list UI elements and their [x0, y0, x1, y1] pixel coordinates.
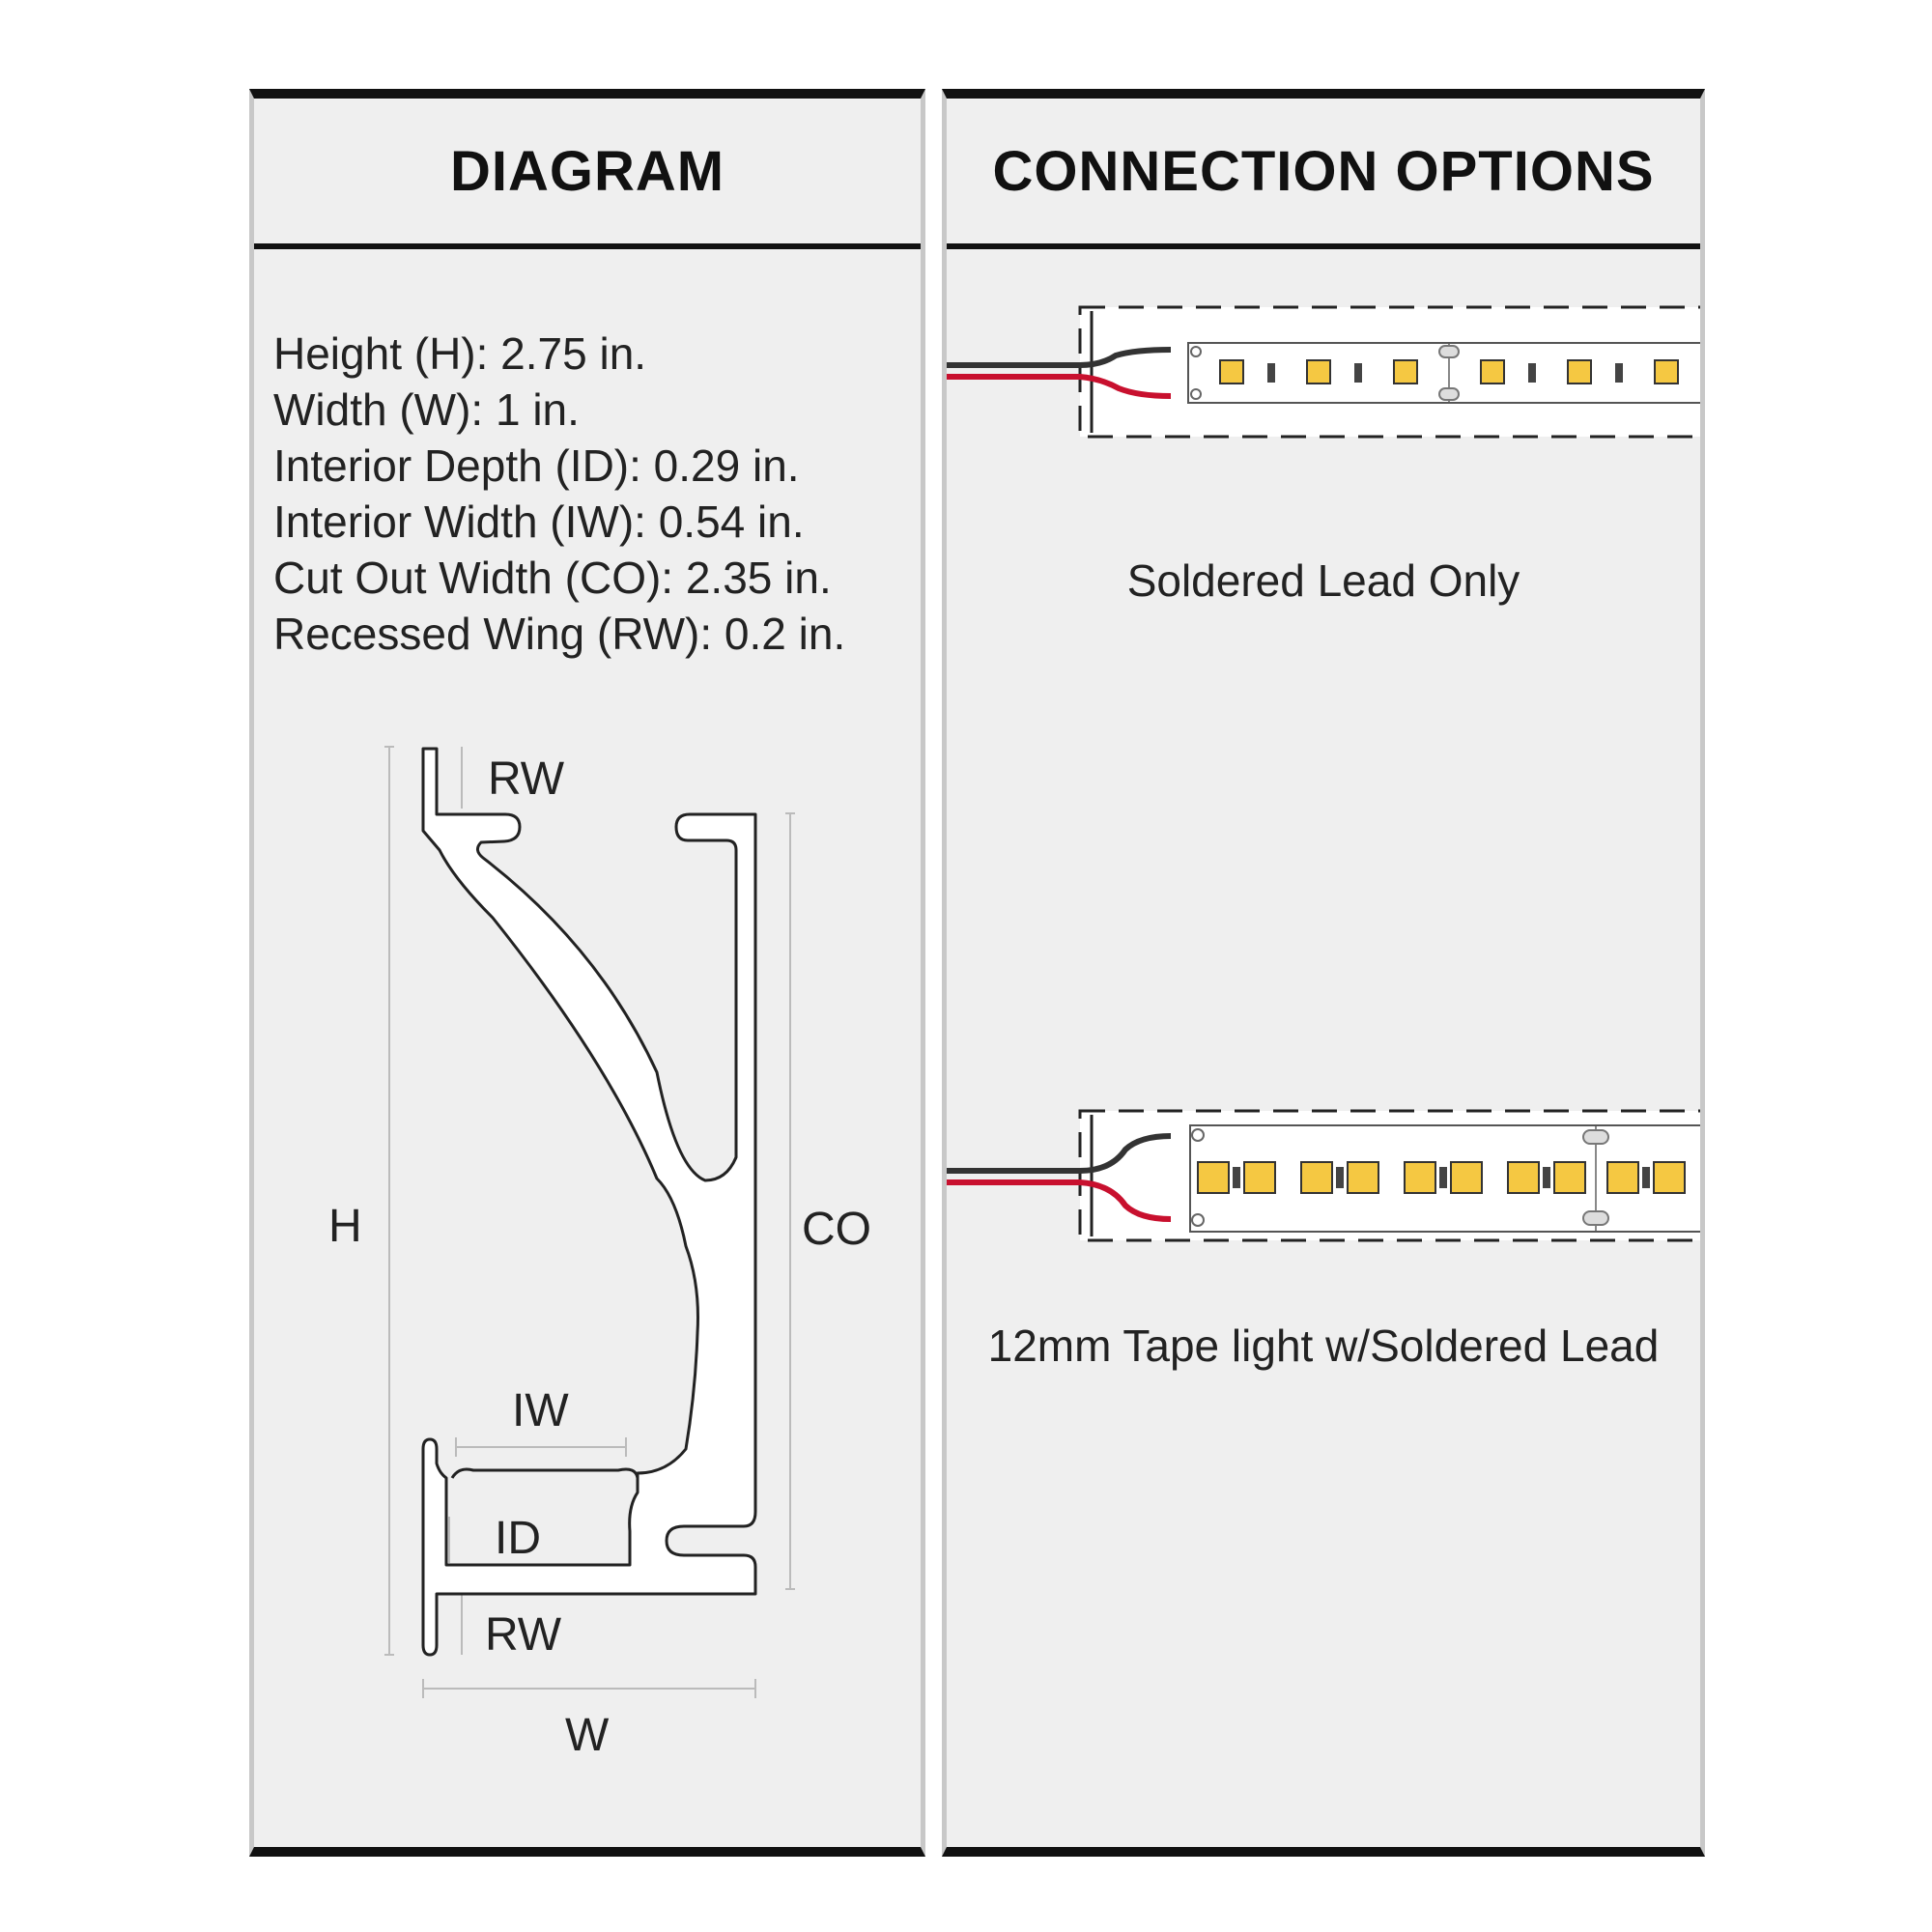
label-rw-top: RW [488, 753, 565, 805]
spec-width: Width (W): 1 in. [273, 384, 580, 435]
connection-illustrations [947, 305, 1700, 1242]
spec-interior-width: Interior Width (IW): 0.54 in. [273, 497, 805, 547]
extrusion-profile-outline [421, 747, 757, 1657]
option-caption-tape-light: 12mm Tape light w/Soldered Lead [987, 1321, 1660, 1371]
led-row-2 [1197, 1126, 1686, 1231]
soldered-lead-illustration [947, 305, 1700, 439]
spec-interior-depth: Interior Depth (ID): 0.29 in. [273, 440, 800, 491]
option-caption-soldered-lead: Soldered Lead Only [1126, 555, 1520, 606]
diagram-panel-title: DIAGRAM [254, 99, 921, 249]
led-row-1 [1219, 344, 1679, 402]
channel-inner-lip [450, 1467, 639, 1479]
label-iw: IW [512, 1385, 569, 1436]
connection-options-panel: CONNECTION OPTIONS [942, 89, 1705, 1857]
profile-cross-section-diagram: RW H CO IW ID RW W [328, 746, 871, 1761]
diagram-panel: DIAGRAM Height (H): 2.75 in. Width (W): … [249, 89, 925, 1857]
tape-light-illustration [947, 1109, 1700, 1242]
label-w: W [565, 1710, 610, 1761]
dimension-lines [384, 746, 795, 1698]
label-id: ID [495, 1513, 541, 1564]
spec-cutout-width: Cut Out Width (CO): 2.35 in. [273, 553, 832, 603]
spec-list: Height (H): 2.75 in. Width (W): 1 in. In… [273, 326, 845, 662]
label-h: H [328, 1201, 362, 1252]
connection-options-title: CONNECTION OPTIONS [947, 99, 1700, 249]
label-rw-bottom: RW [485, 1609, 562, 1661]
spec-height: Height (H): 2.75 in. [273, 328, 647, 379]
spec-recessed-wing: Recessed Wing (RW): 0.2 in. [273, 609, 846, 659]
label-co: CO [802, 1204, 871, 1255]
